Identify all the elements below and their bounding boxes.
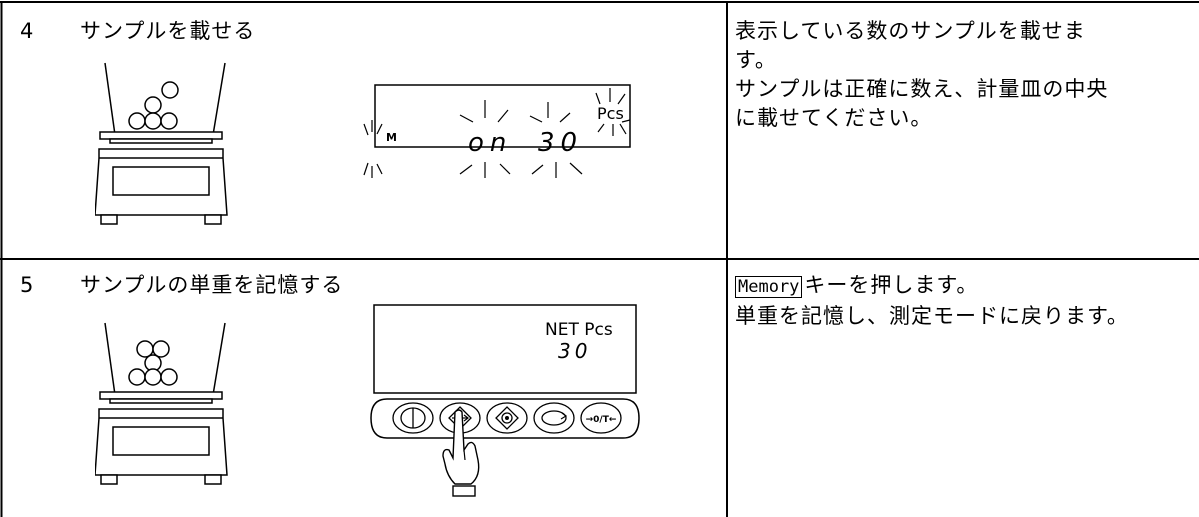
step-4-title: サンプルを載せる [80,19,256,43]
display-left-text: on [468,128,512,158]
pointing-hand-icon [442,409,480,497]
display-unit: Pcs [597,104,624,123]
scale-with-samples-illustration [95,322,228,485]
power-button-icon [392,402,434,434]
step-4-description-line-1: 表示している数のサンプルを載せま [735,19,1086,43]
display-label-net-pcs: NET Pcs [545,320,613,340]
step-5-description-line-1: 単重を記憶し、測定モードに戻ります。 [735,304,1129,328]
step-4-description-line-3: サンプルは正確に数え、計量皿の中央 [735,77,1109,101]
mode-button-icon [533,402,575,434]
step-4-number: 4 [20,19,35,43]
step-4-description-line-2: す。 [735,48,777,72]
scale-with-samples-illustration [95,62,228,225]
print-button-icon [486,402,528,434]
step-5-title: サンプルの単重を記憶する [80,273,344,297]
step-4-description-line-4: に載せてください。 [735,106,933,130]
display-keypad-illustration: NET Pcs 30 →0/T← [370,304,640,497]
step-5-key-instruction-text: キーを押します。 [804,273,979,297]
display-marker-m: M [386,131,397,144]
display-value: 30 [538,128,583,158]
memory-key-label: Memory [735,276,803,298]
step-5-number: 5 [20,273,35,297]
blinking-display-illustration: M on 30 Pcs [363,84,631,178]
tare-button-icon: →0/T← [580,402,622,434]
display-value: 30 [558,339,591,363]
step-4-description: 表示している数のサンプルを載せま す。 サンプルは正確に数え、計量皿の中央 に載… [735,17,1190,133]
tare-button-label: →0/T← [586,415,617,425]
